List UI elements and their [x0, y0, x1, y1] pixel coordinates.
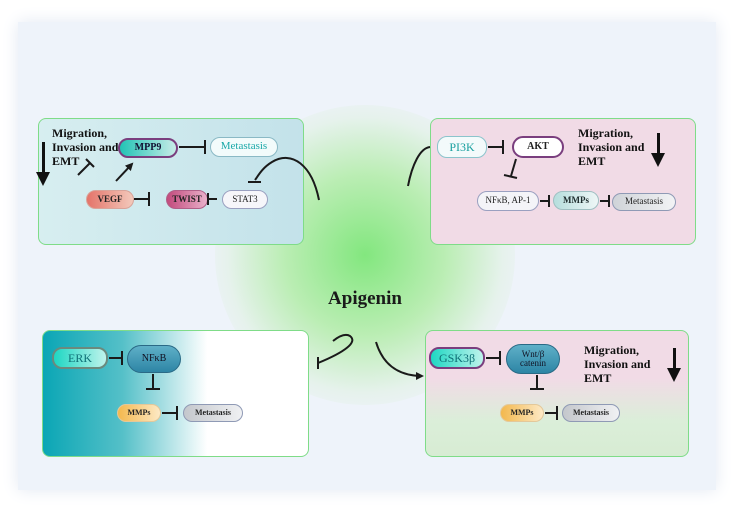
inhibit-akt-nfkb	[510, 158, 517, 177]
apigenin-to-stat3	[254, 156, 320, 201]
gsk3b-node: GSK3β	[429, 347, 485, 369]
pi3k-node: PI3K	[437, 136, 487, 158]
apigenin-label: Apigenin	[328, 288, 402, 309]
outcome-line: EMT	[584, 370, 612, 385]
outcome-label-top-left: Migration, Invasion and EMT	[52, 126, 119, 168]
akt-node: AKT	[512, 136, 564, 158]
mpp9-node: MPP9	[118, 138, 178, 158]
stat3-node: STAT3	[222, 190, 268, 209]
nfkb-node-bottom-left: NFκB	[127, 345, 181, 373]
apigenin-to-erk	[317, 333, 354, 364]
metastasis-node-top-right: Metastasis	[612, 193, 676, 211]
outcome-line: Invasion and	[584, 356, 651, 371]
mmps-node-bottom-left: MMPs	[117, 404, 161, 422]
wnt-label-line: Wnt/β	[521, 348, 545, 359]
inhibit-bar	[503, 174, 518, 179]
outcome-line: Invasion and	[578, 139, 645, 154]
inhibit-mpp9-migration	[77, 162, 91, 176]
metastasis-node-bottom-left: Metastasis	[183, 404, 243, 422]
outcome-label-top-right: Migration, Invasion and EMT	[578, 126, 645, 168]
mmps-node-top-right: MMPs	[553, 191, 599, 210]
mmps-node-bottom-right: MMPs	[500, 404, 544, 422]
inhibit-bar	[85, 158, 95, 168]
metastasis-node-bottom-right: Metastasis	[562, 404, 620, 422]
wnt-catenin-node: Wnt/β catenin	[506, 344, 560, 374]
outcome-line: Migration,	[578, 126, 633, 140]
erk-node: ERK	[52, 347, 108, 369]
outcome-label-bottom-right: Migration, Invasion and EMT	[584, 343, 651, 385]
panel-top-right	[430, 118, 696, 245]
outcome-line: Migration,	[52, 126, 107, 140]
outcome-line: EMT	[578, 153, 606, 168]
outcome-line: EMT	[52, 153, 80, 168]
apigenin-to-pi3k	[407, 146, 431, 187]
arrow-twist-mpp9	[115, 162, 134, 182]
metastasis-node: Metastasis	[210, 137, 278, 157]
wnt-label-line: catenin	[520, 358, 546, 368]
vegf-node: VEGF	[86, 190, 134, 209]
outcome-line: Migration,	[584, 343, 639, 357]
nfkb-ap1-node: NFκB, AP-1	[477, 191, 539, 211]
apigenin-to-gsk3b	[375, 341, 424, 380]
outcome-line: Invasion and	[52, 139, 119, 154]
